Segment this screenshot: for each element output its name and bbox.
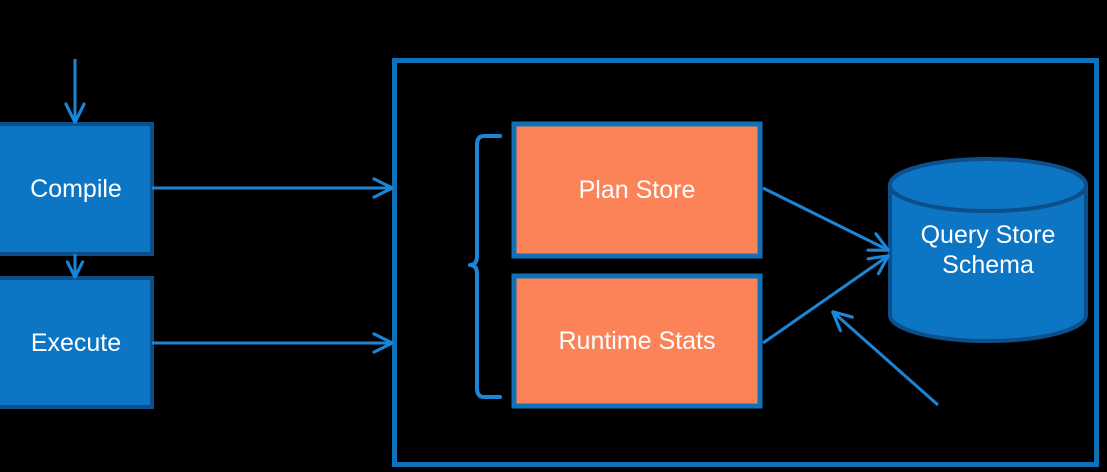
execute-box[interactable] [0,276,154,409]
external-to-schema-arrow [833,312,939,407]
query-store-schema-cylinder[interactable] [888,157,1088,343]
runtime-stats-box[interactable] [511,273,763,409]
query-store-container [392,58,1099,467]
plan-store-box[interactable] [511,121,763,259]
compile-box[interactable] [0,122,154,256]
runtime-stats-to-schema-arrow [762,256,888,345]
plan-store-to-schema-arrow [762,186,888,250]
grouping-bracket [468,134,502,399]
